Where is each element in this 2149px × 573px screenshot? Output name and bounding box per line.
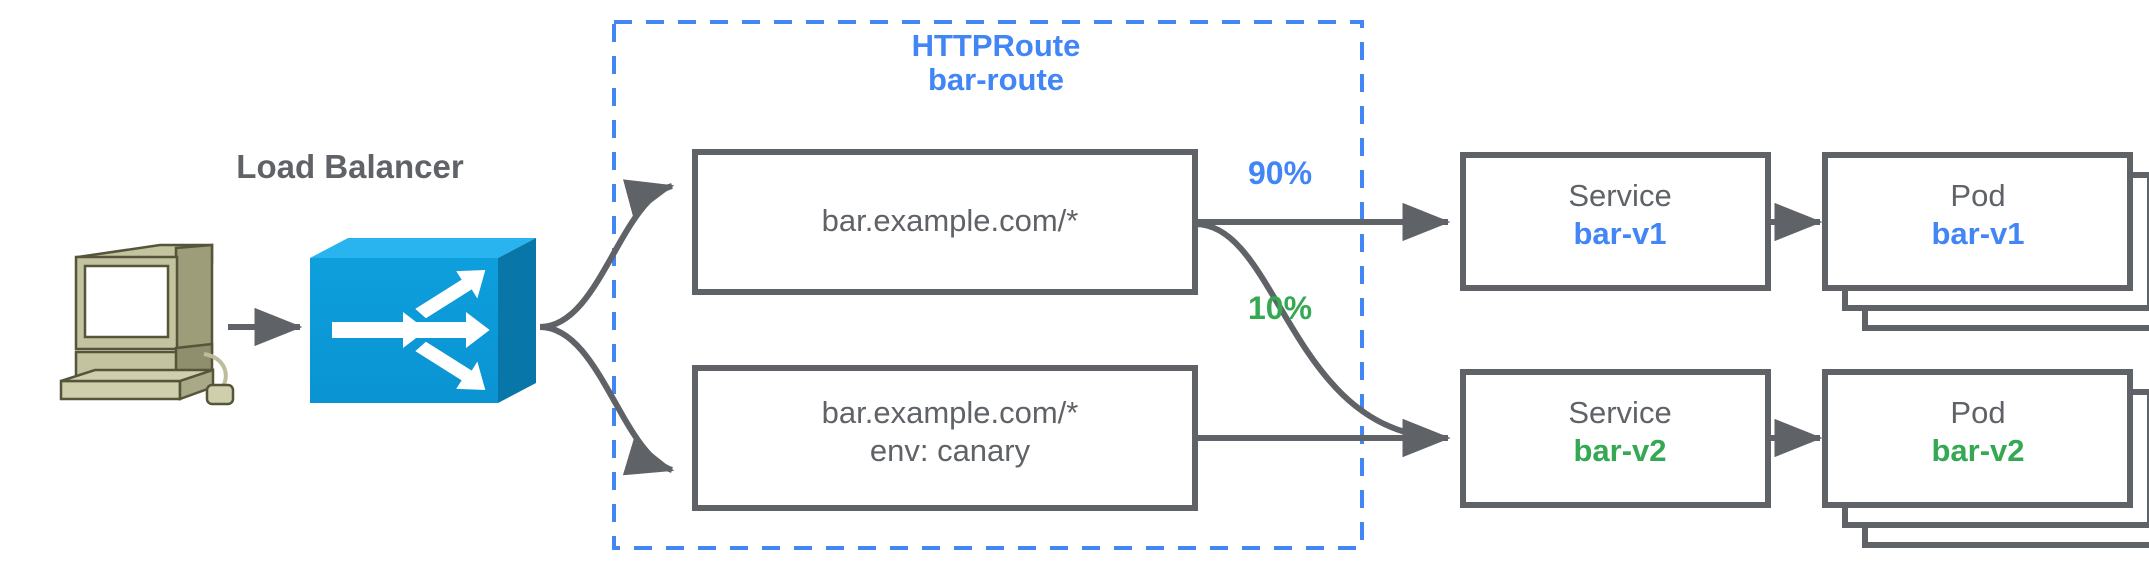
pod-2-name-label: bar-v2 (1931, 433, 2025, 468)
rule-box-1 (692, 149, 1198, 295)
weight-label-10: 10% (1247, 290, 1313, 326)
weight-label-90: 90% (1247, 155, 1313, 191)
edge-lb-to-rule1 (539, 179, 675, 330)
edge-rule1-to-service2 (1194, 221, 1451, 458)
pod-2-kind-label: Pod (1950, 395, 2006, 430)
service-2-kind-label: Service (1568, 395, 1672, 430)
service-1-kind-label: Service (1568, 178, 1672, 213)
httproute-boundary (612, 20, 1364, 550)
httproute-kind-label: HTTPRoute (911, 28, 1081, 63)
rule-box-2 (692, 365, 1198, 511)
pod-stack-1 (1822, 152, 2149, 331)
service-2-name-label: bar-v2 (1573, 433, 1667, 468)
load-balancer-label: Load Balancer (236, 148, 464, 185)
pod-stack-2 (1822, 369, 2149, 548)
edge-lb-to-rule2 (539, 324, 675, 476)
rule-2-header-label: env: canary (869, 433, 1031, 468)
rule-2-match-label: bar.example.com/* (821, 395, 1079, 430)
httproute-name-label: bar-route (927, 62, 1065, 97)
pod-1-name-label: bar-v1 (1931, 216, 2025, 251)
rule-1-match-label: bar.example.com/* (821, 203, 1079, 238)
load-balancer-icon (310, 238, 536, 403)
service-1-name-label: bar-v1 (1573, 216, 1667, 251)
pod-1-kind-label: Pod (1950, 178, 2006, 213)
service-box-1 (1460, 152, 1771, 291)
workstation-icon (59, 243, 235, 406)
